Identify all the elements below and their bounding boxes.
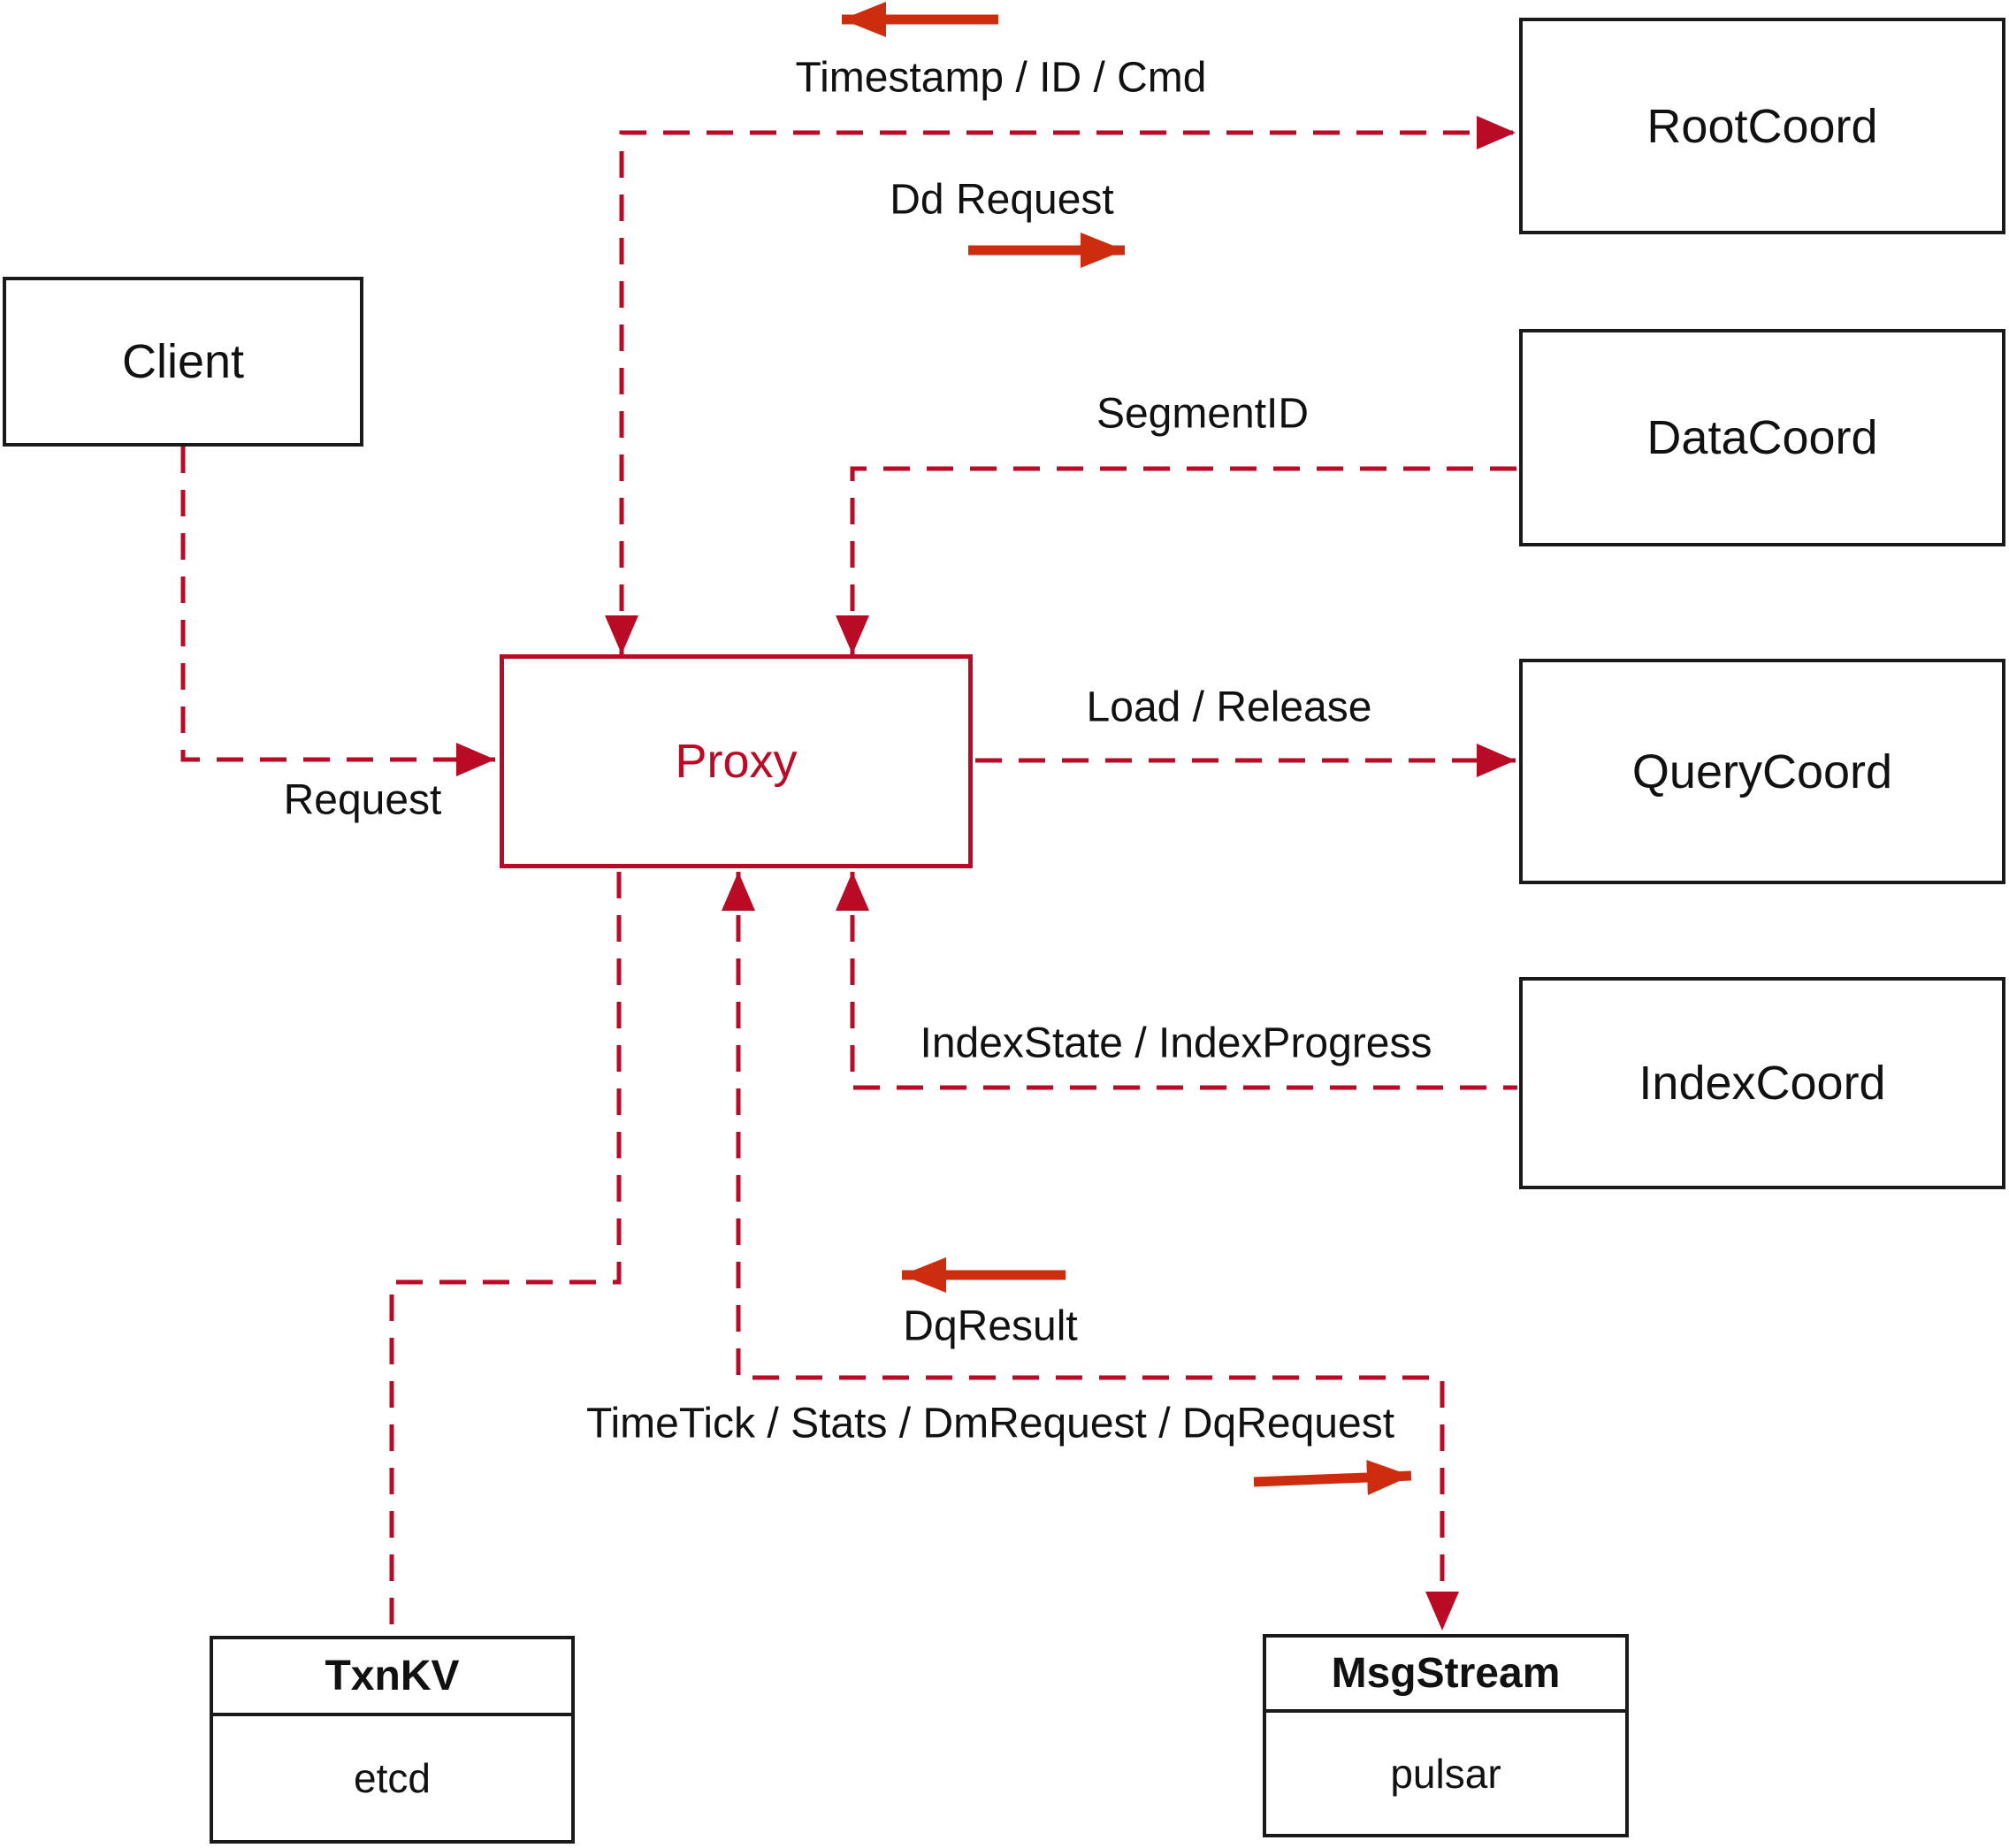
edge-label-segment-id: SegmentID (1096, 390, 1310, 438)
time-tick-direction-arrow-icon (1253, 1459, 1412, 1495)
edge-datacoord-proxy (836, 466, 1517, 654)
edge-label-dd-request: Dd Request (890, 176, 1114, 224)
rootcoord-label: RootCoord (1646, 99, 1878, 153)
msgstream-title: MsgStream (1266, 1638, 1625, 1713)
msgstream-subtitle: pulsar (1390, 1750, 1501, 1797)
edge-proxy-msgstream (722, 872, 1459, 1630)
edge-label-timestamp-id-cmd: Timestamp / ID / Cmd (795, 54, 1207, 102)
txnkv-node: TxnKV etcd (210, 1636, 575, 1844)
edge-client-proxy (180, 447, 495, 776)
datacoord-node: DataCoord (1519, 329, 2005, 546)
edge-label-dq-result: DqResult (903, 1302, 1078, 1350)
edge-label-time-tick: TimeTick / Stats / DmRequest / DqRequest (585, 1400, 1395, 1447)
indexcoord-node: IndexCoord (1519, 977, 2005, 1189)
querycoord-node: QueryCoord (1519, 659, 2005, 884)
txnkv-subtitle: etcd (354, 1755, 431, 1801)
edge-proxy-txnkv (389, 872, 622, 1634)
proxy-label: Proxy (675, 735, 798, 788)
edge-label-load-release: Load / Release (1086, 683, 1372, 731)
rootcoord-node: RootCoord (1519, 18, 2005, 234)
edge-label-index-state: IndexState / IndexProgress (920, 1019, 1432, 1067)
txnkv-title: TxnKV (213, 1639, 571, 1716)
proxy-node: Proxy (500, 654, 973, 868)
indexcoord-label: IndexCoord (1639, 1057, 1886, 1110)
querycoord-label: QueryCoord (1631, 745, 1893, 798)
datacoord-label: DataCoord (1646, 411, 1878, 464)
client-label: Client (121, 335, 245, 388)
msgstream-node: MsgStream pulsar (1263, 1634, 1629, 1837)
client-node: Client (3, 277, 363, 447)
edge-label-request: Request (283, 776, 442, 824)
